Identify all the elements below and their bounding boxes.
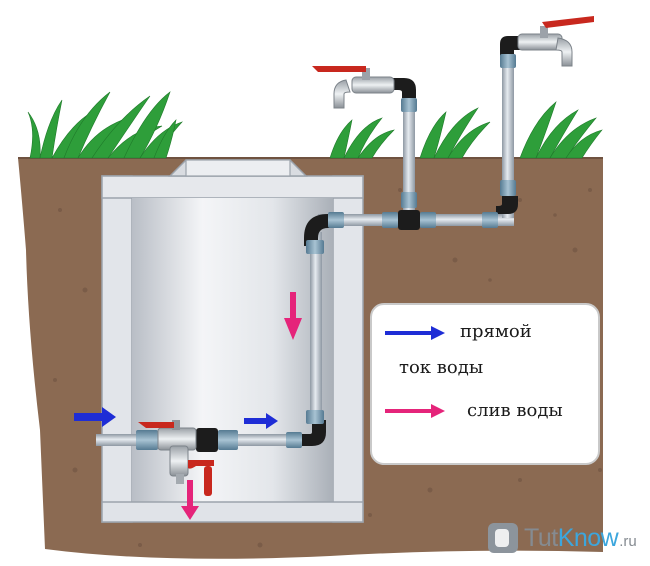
caisson xyxy=(101,159,364,523)
legend-direct-flow-line1: прямой xyxy=(460,321,532,342)
elbow-top-right xyxy=(496,196,518,214)
caisson-lid xyxy=(101,175,364,199)
pink-arrow-icon xyxy=(284,292,302,340)
grass xyxy=(27,91,603,159)
garden-tap-icon-left xyxy=(312,66,395,109)
caisson-floor xyxy=(101,501,364,523)
blue-arrow-icon xyxy=(244,413,278,429)
tutknow-logo-icon xyxy=(488,523,518,553)
watermark-know: Know xyxy=(557,523,619,552)
watermark-ru: .ru xyxy=(619,532,637,550)
watermark-tut: Tut xyxy=(524,523,558,552)
pink-arrow-icon xyxy=(181,480,199,520)
direct-flow-arrows xyxy=(74,407,278,429)
elbow-right-tap xyxy=(500,36,520,58)
elbow-bottom xyxy=(300,420,326,446)
right-tap-riser xyxy=(502,58,514,218)
left-tap-riser xyxy=(403,100,415,218)
tee-fitting xyxy=(398,210,420,230)
legend-direct-flow-line2: ток воды xyxy=(399,357,484,378)
ball-valve-icon xyxy=(138,420,214,496)
drain-arrows xyxy=(181,292,302,520)
elbow-left-tap xyxy=(392,78,416,98)
legend xyxy=(370,303,600,465)
caisson-left-wall xyxy=(101,175,133,523)
legend-drain: слив воды xyxy=(467,400,563,421)
garden-tap-icon-right xyxy=(517,16,594,67)
riser-pipe xyxy=(310,232,322,422)
couplings xyxy=(136,54,516,450)
soil-specks xyxy=(53,188,602,548)
blue-arrow-icon xyxy=(74,407,116,427)
blue-arrow-icon xyxy=(385,326,445,340)
inlet-fitting xyxy=(196,428,218,452)
caisson-interior xyxy=(132,198,333,502)
pink-arrow-icon xyxy=(385,404,445,418)
